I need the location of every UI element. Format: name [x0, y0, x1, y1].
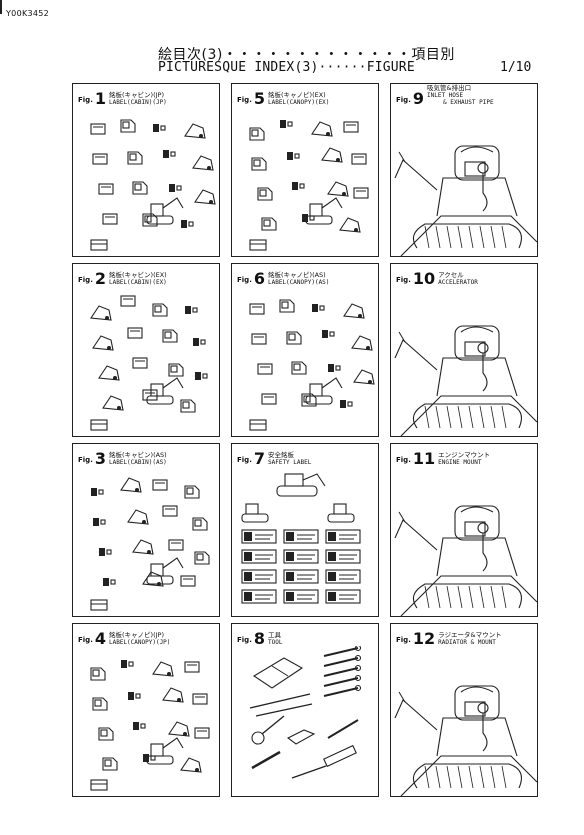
figure-number: 4 [94, 629, 106, 648]
figure-title-en: RADIATOR & MOUNT [438, 639, 496, 646]
figure-header: Fig. 1 銘板(キャビン)(JP)LABEL(CABIN)(JP) [73, 84, 219, 108]
figure-panel[interactable]: Fig. 4 銘板(キャノピ)(JP)LABEL(CANOPY)(JP) [72, 623, 220, 797]
figure-grid: Fig. 1 銘板(キャビン)(JP)LABEL(CABIN)(JP) Fig.… [72, 83, 538, 797]
figure-number: 10 [412, 269, 436, 288]
excavator-illustration [391, 286, 537, 436]
figure-number: 12 [412, 629, 436, 648]
figure-title-en: LABEL(CANOPY)(EX) [268, 99, 330, 106]
figure-prefix: Fig. [396, 276, 411, 284]
figure-panel[interactable]: Fig. 2 銘板(キャビン)(EX)LABEL(CABIN)(EX) [72, 263, 220, 437]
figure-prefix: Fig. [237, 456, 252, 464]
figure-prefix: Fig. [237, 636, 252, 644]
figure-title-jp: 銘板(キャビン)(JP) [109, 91, 164, 99]
figure-header: Fig. 2 銘板(キャビン)(EX)LABEL(CABIN)(EX) [73, 264, 219, 288]
figure-prefix: Fig. [78, 636, 93, 644]
figure-title-jp: アクセル [438, 271, 464, 279]
parts-illustration [73, 466, 219, 616]
excavator-illustration [391, 466, 537, 616]
excavator-illustration [391, 646, 537, 796]
figure-prefix: Fig. [396, 456, 411, 464]
figure-prefix: Fig. [237, 276, 252, 284]
parts-illustration [73, 106, 219, 256]
figure-title-en: LABEL(CABIN)(EX) [109, 279, 167, 286]
figure-prefix: Fig. [78, 96, 93, 104]
figure-prefix: Fig. [78, 456, 93, 464]
figure-title-jp: エンジンマウント [438, 451, 491, 459]
figure-panel[interactable]: Fig. 5 銘板(キャノピ)(EX)LABEL(CANOPY)(EX) [231, 83, 379, 257]
figure-title-en: SAFETY LABEL [268, 459, 312, 466]
figure-title-jp: 銘板(キャビン)(EX) [109, 271, 167, 279]
figure-panel[interactable]: Fig. 6 銘板(キャノピ)(AS)LABEL(CANOPY)(AS) [231, 263, 379, 437]
figure-number: 11 [412, 449, 436, 468]
figure-number: 8 [253, 629, 265, 648]
figure-title-en: LABEL(CABIN)(JP) [109, 99, 167, 106]
figure-prefix: Fig. [396, 636, 411, 644]
figure-header: Fig. 5 銘板(キャノピ)(EX)LABEL(CANOPY)(EX) [232, 84, 378, 108]
figure-header: Fig. 3 銘板(キャビン)(AS)LABEL(CABIN)(AS) [73, 444, 219, 468]
figure-title-en: TOOL [268, 639, 283, 646]
figure-number: 7 [253, 449, 265, 468]
figure-prefix: Fig. [396, 96, 411, 104]
figure-number: 3 [94, 449, 106, 468]
figure-number: 2 [94, 269, 106, 288]
labels-illustration [232, 466, 378, 616]
figure-prefix: Fig. [78, 276, 93, 284]
figure-title-en-2: & EXHAUST PIPE [443, 99, 494, 106]
doc-code: Y00K3452 [6, 9, 50, 18]
page-number: 1/10 [500, 60, 532, 75]
figure-prefix: Fig. [237, 96, 252, 104]
figure-number: 6 [253, 269, 265, 288]
figure-header: Fig. 6 銘板(キャノピ)(AS)LABEL(CANOPY)(AS) [232, 264, 378, 288]
parts-illustration [232, 106, 378, 256]
figure-number: 5 [253, 89, 265, 108]
figure-title-jp: 工具 [268, 631, 281, 639]
figure-title-jp: 銘板(キャノピ)(EX) [268, 91, 326, 99]
parts-illustration [232, 286, 378, 436]
figure-title-en: LABEL(CABIN)(AS) [109, 459, 167, 466]
figure-title-jp: 吸気管&排出口 [427, 84, 472, 92]
figure-title-jp: 銘板(キャノピ)(AS) [268, 271, 326, 279]
figure-title-jp: 安全銘板 [268, 451, 294, 459]
page-title-en: PICTURESQUE INDEX(3)······FIGURE [158, 60, 415, 75]
figure-title-en: ENGINE MOUNT [438, 459, 482, 466]
figure-title-en: INLET HOSE [427, 92, 464, 99]
figure-header: Fig. 4 銘板(キャノピ)(JP)LABEL(CANOPY)(JP) [73, 624, 219, 648]
excavator-illustration [391, 106, 537, 256]
figure-title-en: LABEL(CANOPY)(AS) [268, 279, 330, 286]
figure-title-jp: 銘板(キャビン)(AS) [109, 451, 167, 459]
figure-panel[interactable]: Fig. 3 銘板(キャビン)(AS)LABEL(CABIN)(AS) [72, 443, 220, 617]
tools-illustration [232, 644, 378, 796]
figure-number: 9 [412, 89, 424, 108]
figure-title-jp: ラジエータ&マウント [438, 631, 502, 639]
corner-mark [0, 0, 2, 14]
figure-title-en: ACCELERATOR [438, 279, 478, 286]
page-title-jp: 絵目次(3)・・・・・・・・・・・・・項目別 [158, 47, 455, 63]
figure-title-en: LABEL(CANOPY)(JP) [109, 639, 171, 646]
figure-number: 1 [94, 89, 106, 108]
figure-panel[interactable]: Fig. 1 銘板(キャビン)(JP)LABEL(CABIN)(JP) [72, 83, 220, 257]
parts-illustration [73, 646, 219, 796]
figure-title-jp: 銘板(キャノピ)(JP) [109, 631, 164, 639]
parts-illustration [73, 286, 219, 436]
